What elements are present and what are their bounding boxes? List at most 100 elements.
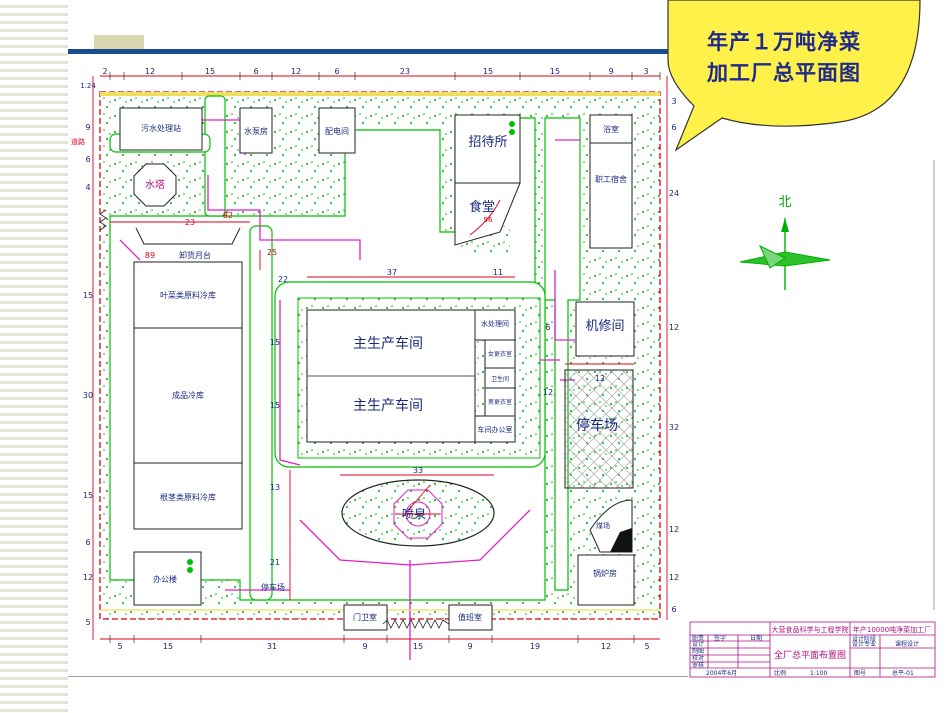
label-store3: 根茎类原料冷库	[160, 492, 216, 502]
label-power: 配电间	[325, 126, 349, 136]
dim-left-2: 6	[85, 155, 90, 164]
building-office-room	[474, 415, 516, 443]
label-guesthouse: 招待所	[468, 135, 507, 150]
tb-meta-1: 设计专业	[852, 640, 876, 648]
tb-sheet: 总平-01	[892, 669, 914, 677]
dim-bottom-1: 15	[163, 642, 173, 651]
label-wastewater: 污水处理站	[141, 123, 181, 133]
label-water-room: 水泵房	[244, 126, 268, 136]
dim-top-10: 3	[643, 67, 648, 76]
dim-top-0: 2	[102, 67, 107, 76]
dim-inner-1: 11	[493, 268, 503, 277]
dim-right-2: 24	[669, 189, 679, 198]
dim-left-1: 9	[85, 123, 90, 132]
dim-bottom-0: 5	[117, 642, 122, 651]
dim-right-6: 12	[669, 573, 679, 582]
tb-row-2: 制图	[692, 647, 704, 655]
tree-markers	[187, 121, 515, 573]
dim-bottom-2: 31	[267, 642, 277, 651]
dim-inner-11: 13	[270, 483, 280, 492]
dim-top-5: 6	[334, 67, 339, 76]
building-boiler	[577, 554, 635, 606]
label-parking2: 停车场	[261, 582, 285, 592]
tb-project: 年产10000吨净菜加工厂	[853, 625, 931, 634]
decorative-tab	[94, 35, 144, 49]
building-repair	[575, 301, 635, 357]
building-store3	[133, 462, 243, 530]
building-water-room	[239, 107, 273, 154]
water-tower	[133, 163, 177, 207]
building-canteen	[454, 182, 521, 246]
dim-inner-7: 89	[145, 251, 155, 260]
label-fountain: 喷泉	[402, 507, 426, 521]
dim-left-3: 4	[85, 183, 90, 192]
dim-top-1: 12	[145, 67, 155, 76]
dim-bottom-7: 12	[601, 642, 611, 651]
tb-design: 课程设计	[895, 640, 919, 648]
dim-bottom-8: 5	[644, 642, 649, 651]
label-coal: 煤场	[596, 521, 610, 530]
title-block-text: 大营食品科学与工程学院 年产10000吨净菜加工厂 全厂总平面布置图 课程设计 …	[692, 625, 931, 677]
building-dorm	[589, 142, 633, 249]
dim-inner-6: 25	[267, 248, 277, 257]
dim-top-4: 12	[291, 67, 301, 76]
footer-rule	[68, 676, 688, 677]
label-dorm: 职工宿舍	[595, 174, 627, 184]
building-water-treat	[474, 309, 516, 341]
dim-top-8: 15	[550, 67, 560, 76]
dim-inner-9: 15	[270, 338, 280, 347]
tb-row-1: 设计	[692, 640, 704, 648]
label-store2: 成品冷库	[172, 390, 204, 400]
dim-right-5: 12	[669, 525, 679, 534]
dim-top-9: 9	[608, 67, 613, 76]
label-platform: 卸货月台	[179, 250, 211, 260]
tb-col-0: 签字	[714, 634, 726, 642]
label-duty: 值班室	[458, 612, 482, 622]
tb-drawing: 全厂总平面布置图	[774, 649, 846, 661]
dim-left-0: 1.24	[80, 82, 96, 90]
tb-scale: 1:100	[810, 670, 827, 677]
label-tower: 水塔	[145, 178, 165, 191]
building-change1	[484, 339, 516, 369]
callout-title: 年产１万吨净菜加工厂总平面图	[707, 29, 861, 85]
label-change2: 男更衣室	[488, 398, 512, 406]
dim-top-3: 6	[253, 67, 258, 76]
building-duty	[448, 604, 493, 631]
dim-left-6: 15	[83, 491, 93, 500]
decorative-stripes	[0, 0, 68, 713]
tb-sheet-label: 图号	[854, 670, 866, 677]
label-bath: 浴室	[603, 124, 619, 134]
dim-right-3: 12	[669, 323, 679, 332]
tb-date: 2004年6月	[706, 669, 737, 677]
dim-inner-10: 15	[270, 401, 280, 410]
callout-bubble	[667, 0, 921, 152]
building-parking	[564, 369, 634, 489]
fountain-octagon	[393, 489, 443, 539]
dim-inner-4: 23	[185, 218, 195, 227]
dim-right-4: 32	[669, 423, 679, 432]
dim-inner-14: 12	[543, 388, 553, 397]
building-wastewater	[119, 107, 203, 151]
label-office: 办公楼	[153, 574, 177, 584]
dim-top-6: 23	[400, 67, 410, 76]
dim-bottom-6: 19	[530, 642, 540, 651]
platform-shape	[135, 227, 241, 245]
label-boiler: 锅炉房	[593, 568, 617, 578]
building-gate	[343, 604, 388, 631]
dim-road: 道路	[71, 137, 85, 146]
tb-row-3: 校对	[692, 654, 704, 662]
label-office-room: 车间办公室	[478, 425, 513, 434]
dim-inner-8: 22	[278, 275, 288, 284]
building-guesthouse	[454, 114, 521, 184]
tb-col-1: 日期	[750, 634, 762, 642]
dimension-labels: 2 12 15 6 12 6 23 15 15 9 3 5 15 31 9 15…	[71, 67, 679, 651]
dim-inner-3: 12	[595, 374, 605, 383]
building-change2	[484, 387, 516, 417]
label-parking: 停车场	[576, 417, 618, 434]
dim-bottom-3: 9	[362, 642, 367, 651]
dim-top-2: 15	[205, 67, 215, 76]
label-gate: 门卫室	[353, 612, 377, 622]
label-canteen: 食堂	[469, 199, 495, 215]
dim-right-0: 3	[671, 97, 676, 106]
dim-bottom-4: 15	[413, 642, 423, 651]
